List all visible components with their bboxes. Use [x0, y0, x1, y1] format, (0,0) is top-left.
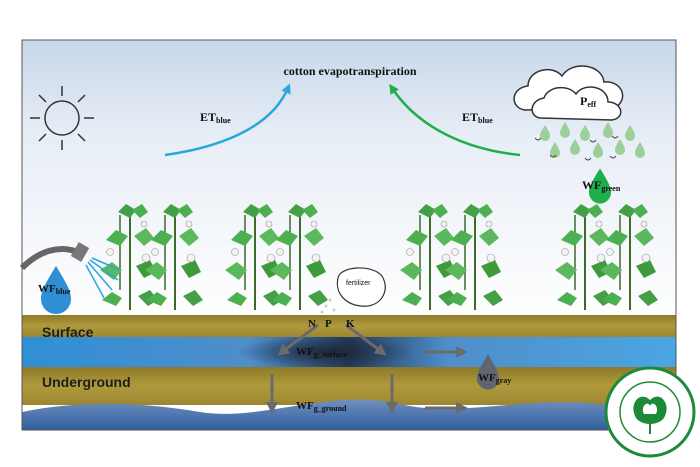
- flow-arrows: [266, 323, 468, 414]
- npk-p-label: P: [325, 318, 332, 330]
- rain-cloud-icon: [513, 65, 645, 161]
- wf-green-label: WFgreen: [582, 178, 621, 193]
- underground-layer-label: Underground: [42, 374, 131, 390]
- underground-soil-band: [22, 367, 676, 405]
- npk-n-label: N: [308, 318, 316, 330]
- npk-k-label: K: [346, 318, 355, 330]
- et-blue-left-label: ETblue: [200, 110, 231, 125]
- et-blue-right-label: ETblue: [462, 110, 493, 125]
- wf-g-surface-label: WFg_surface: [296, 346, 347, 359]
- fertilizer-bag-icon: [320, 267, 386, 314]
- groundwater-band: [22, 399, 676, 430]
- et-green-arrow: [389, 83, 521, 157]
- wf-g-ground-label: WFg_ground: [296, 400, 347, 413]
- wf-blue-label: WFblue: [38, 283, 71, 296]
- p-eff-label: Peff: [580, 94, 597, 109]
- diagram-title: cotton evapotranspiration: [283, 64, 417, 78]
- water-hose-icon: [19, 242, 121, 314]
- institute-logo: [604, 366, 696, 458]
- sun-icon: [30, 86, 94, 150]
- surface-layer-label: Surface: [42, 324, 94, 340]
- fertilizer-label: fertilizer: [346, 280, 371, 287]
- wf-gray-label: WFgray: [478, 372, 512, 385]
- et-blue-arrow: [164, 83, 291, 157]
